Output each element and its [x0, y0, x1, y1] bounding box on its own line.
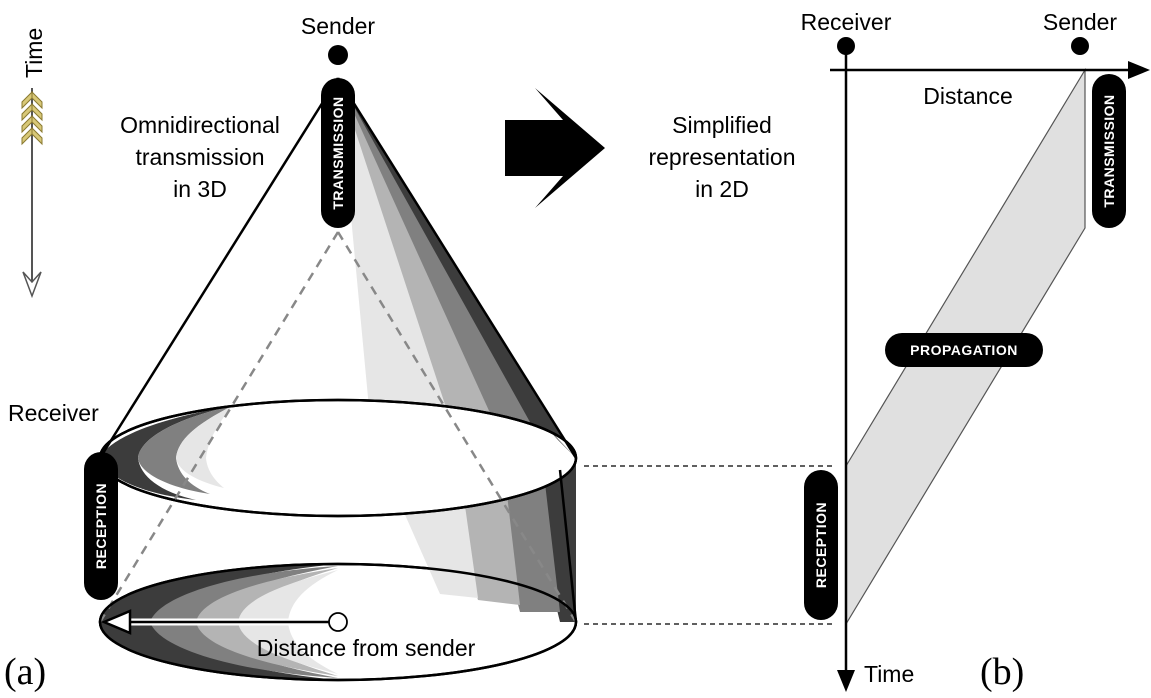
- distance-label-a: Distance from sender: [257, 635, 476, 661]
- caption-a-line1: Omnidirectional: [120, 112, 280, 138]
- receiver-label-a: Receiver: [8, 400, 99, 426]
- caption-b-line1: Simplified: [672, 112, 772, 138]
- inner-cone-left-dashed: [98, 231, 340, 623]
- transition-arrow-icon: [505, 88, 605, 208]
- panel-b: Simplified representation in 2D Distance…: [648, 9, 1150, 693]
- cone-left-edge: [98, 77, 340, 459]
- panel-b-tag: (b): [980, 651, 1024, 693]
- sender-node-b: [1071, 37, 1089, 55]
- transmission-label-b: TRANSMISSION: [1101, 94, 1117, 207]
- inner-cone-right-dashed: [336, 231, 578, 623]
- cone-bottom-right-edge: [558, 469, 578, 623]
- transmission-label-a: TRANSMISSION: [330, 96, 346, 209]
- sender-label-a: Sender: [301, 13, 376, 39]
- propagation-pill: PROPAGATION: [885, 333, 1043, 367]
- sender-label-b: Sender: [1043, 9, 1118, 35]
- caption-a-line3: in 3D: [173, 176, 227, 202]
- propagation-label: PROPAGATION: [910, 342, 1018, 358]
- receiver-label-b: Receiver: [801, 9, 892, 35]
- time-arrow: Time: [21, 28, 47, 299]
- transmission-pill-a: TRANSMISSION: [321, 78, 355, 228]
- time-axis-label-b: Time: [864, 661, 914, 687]
- transmission-pill-b: TRANSMISSION: [1092, 74, 1126, 228]
- reception-pill-b: RECEPTION: [804, 470, 838, 620]
- sender-node-a: [328, 45, 348, 65]
- reception-label-a: RECEPTION: [93, 483, 109, 569]
- receiver-node-b: [837, 37, 855, 55]
- arrow-feather-icon: [21, 90, 43, 146]
- reception-pill-a: RECEPTION: [84, 452, 118, 600]
- distance-arrow-head-icon: [100, 609, 132, 635]
- panel-a: Sender TRANSMISSION Omnidirectional tran…: [4, 13, 578, 693]
- reception-label-b: RECEPTION: [813, 502, 829, 588]
- cone-right-edge: [336, 77, 578, 459]
- caption-b-line2: representation: [648, 144, 795, 170]
- caption-a-line2: transmission: [135, 144, 264, 170]
- sender-center-point: [328, 612, 348, 632]
- caption-b-line3: in 2D: [695, 176, 749, 202]
- upper-disc-bands: [100, 406, 576, 500]
- panel-a-tag: (a): [4, 651, 46, 693]
- arrow-tip-icon: [22, 271, 42, 299]
- time-axis-label: Time: [21, 28, 47, 78]
- distance-axis-label: Distance: [923, 83, 1012, 109]
